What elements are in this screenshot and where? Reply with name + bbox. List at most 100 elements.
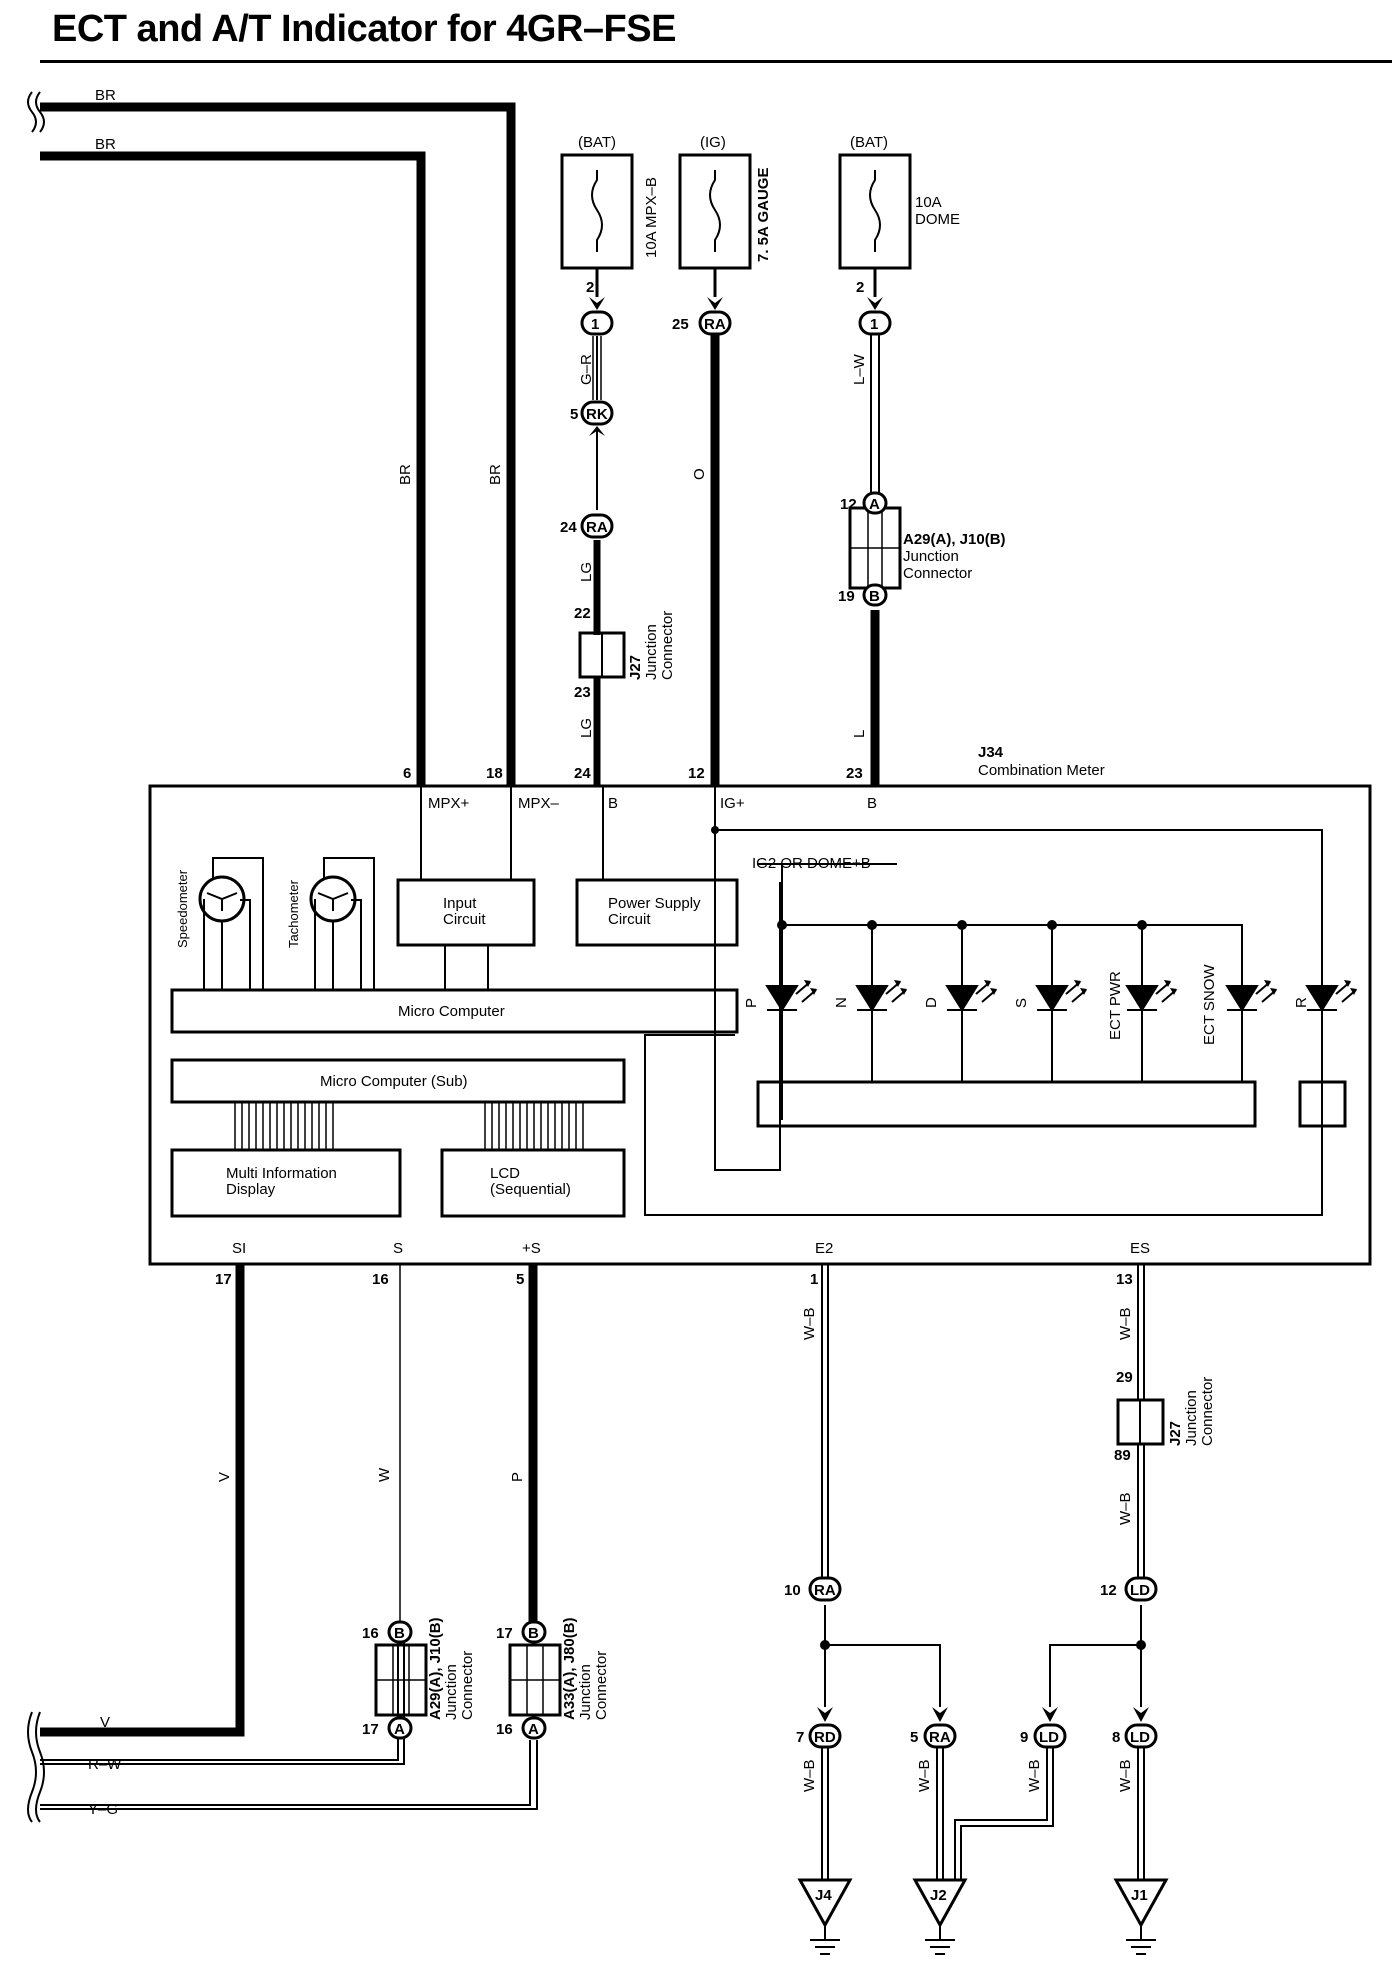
connector-rd	[808, 1723, 842, 1749]
pin-label: 5	[570, 406, 578, 423]
connector-label: RK	[586, 406, 608, 423]
ig2-label: IG2 OR DOME+B	[752, 855, 871, 872]
wire-label-rw: R–W	[88, 1756, 122, 1773]
wire-color-label: O	[691, 468, 708, 480]
connector-label: RA	[929, 1729, 951, 1746]
lcd-label: LCD	[490, 1165, 520, 1182]
wire-color-label: W	[376, 1467, 393, 1482]
led-label: ECT SNOW	[1201, 964, 1218, 1045]
meter-name: Combination Meter	[978, 762, 1105, 779]
ground-label: J4	[815, 1887, 832, 1904]
connector-label: A	[869, 496, 880, 513]
junction-name: J27	[627, 655, 644, 680]
pin-label: 2	[856, 279, 864, 296]
pin-label: 89	[1114, 1447, 1131, 1464]
wire-color-label: W–B	[1117, 1307, 1134, 1340]
pin-label: 12	[1100, 1582, 1117, 1599]
pin-label: 24	[560, 519, 577, 536]
led-ect-pwr-icon	[1125, 980, 1177, 1082]
connector-ra-upper	[580, 513, 614, 539]
led-ect-snow-icon	[1225, 980, 1277, 1012]
pin-label: 12	[840, 496, 857, 513]
pin-label: 18	[486, 765, 503, 782]
break-mark	[27, 91, 37, 133]
title-rule	[40, 60, 1392, 63]
fuse-source: (IG)	[700, 134, 726, 151]
wire-color-label: P	[509, 1472, 526, 1482]
diagram-title: ECT and A/T Indicator for 4GR–FSE	[52, 8, 676, 50]
input-circuit-label: Circuit	[443, 911, 486, 928]
fuse-name-line1: 10A	[915, 194, 942, 211]
micro-computer-sub-label: Micro Computer (Sub)	[320, 1073, 468, 1090]
junction-line: Connector	[903, 565, 972, 582]
connector-label: RA	[586, 519, 608, 536]
led-label: D	[923, 997, 940, 1008]
junction-line: Connector	[1199, 1377, 1216, 1446]
connector-ld-j2	[1033, 1723, 1067, 1749]
splice-es	[1136, 1640, 1146, 1650]
fuse-name: 10A MPX–B	[643, 177, 660, 258]
wire-color-label: BR	[397, 464, 414, 485]
fuse-source: (BAT)	[578, 134, 616, 151]
wire-label-yg: Y–G	[88, 1801, 118, 1818]
pin-label: 12	[688, 765, 705, 782]
power-supply-circuit-box	[575, 878, 739, 947]
micro-computer-box	[170, 988, 739, 1034]
pin-label: 6	[403, 765, 411, 782]
connector-label: LD	[1130, 1582, 1150, 1599]
junction-name: A33(A), J80(B)	[561, 1617, 578, 1720]
lcd-label: (Sequential)	[490, 1181, 571, 1198]
pin-label: 23	[574, 684, 591, 701]
wire-color-label: W–B	[801, 1307, 818, 1340]
connector-b-s	[387, 1620, 413, 1644]
pin-label: 10	[784, 1582, 801, 1599]
wire-color-label: L	[851, 730, 868, 738]
junction-line: Connector	[659, 611, 676, 680]
wire-label-v: V	[100, 1714, 110, 1731]
wire-color-label: W–B	[801, 1759, 818, 1792]
mid-label: Display	[226, 1181, 276, 1198]
terminal-label: E2	[815, 1240, 833, 1257]
connector-1-dome	[858, 310, 892, 336]
connector-label: B	[394, 1625, 405, 1642]
pin-label: 1	[810, 1271, 818, 1288]
pin-label: 16	[496, 1721, 513, 1738]
connector-1-bat	[580, 310, 614, 336]
wire-color-label: LG	[578, 718, 595, 738]
led-label: N	[833, 997, 850, 1008]
connector-b-ps	[521, 1620, 547, 1644]
led-label: P	[743, 998, 760, 1008]
pin-label: 25	[672, 316, 689, 333]
mid-label: Multi Information	[226, 1165, 337, 1182]
connector-label: 1	[870, 316, 878, 333]
led-p-icon	[765, 980, 817, 1082]
tachometer-label: Tachometer	[286, 879, 301, 948]
pin-label: 7	[796, 1729, 804, 1746]
wire-color-label: L–W	[851, 353, 868, 385]
led-label: S	[1013, 998, 1030, 1008]
terminal-label: B	[867, 795, 877, 812]
wire-color-label: V	[216, 1472, 233, 1482]
led-label: R	[1293, 997, 1310, 1008]
connector-label: A	[394, 1721, 405, 1738]
wire-color-label: LG	[578, 562, 595, 582]
connector-a-ps	[521, 1716, 547, 1740]
indicator-driver-box	[756, 1080, 1257, 1128]
ground-label: J2	[930, 1887, 947, 1904]
power-supply-label: Power Supply	[608, 895, 701, 912]
junction-line: Junction	[643, 624, 660, 680]
connector-b-dome	[862, 583, 888, 607]
junction-line: Junction	[1183, 1390, 1200, 1446]
junction-line: Junction	[903, 548, 959, 565]
connector-label: B	[869, 588, 880, 605]
pin-label: 16	[372, 1271, 389, 1288]
junction-name: J27	[1167, 1421, 1184, 1446]
junction-line: Connector	[459, 1651, 476, 1720]
pin-label: 13	[1116, 1271, 1133, 1288]
connector-a-s	[387, 1716, 413, 1740]
wire-label-br-second: BR	[95, 136, 116, 153]
pin-label: 23	[846, 765, 863, 782]
led-indicators	[765, 980, 1357, 1082]
pin-label: 2	[586, 279, 594, 296]
micro-computer-sub-box	[170, 1058, 626, 1104]
